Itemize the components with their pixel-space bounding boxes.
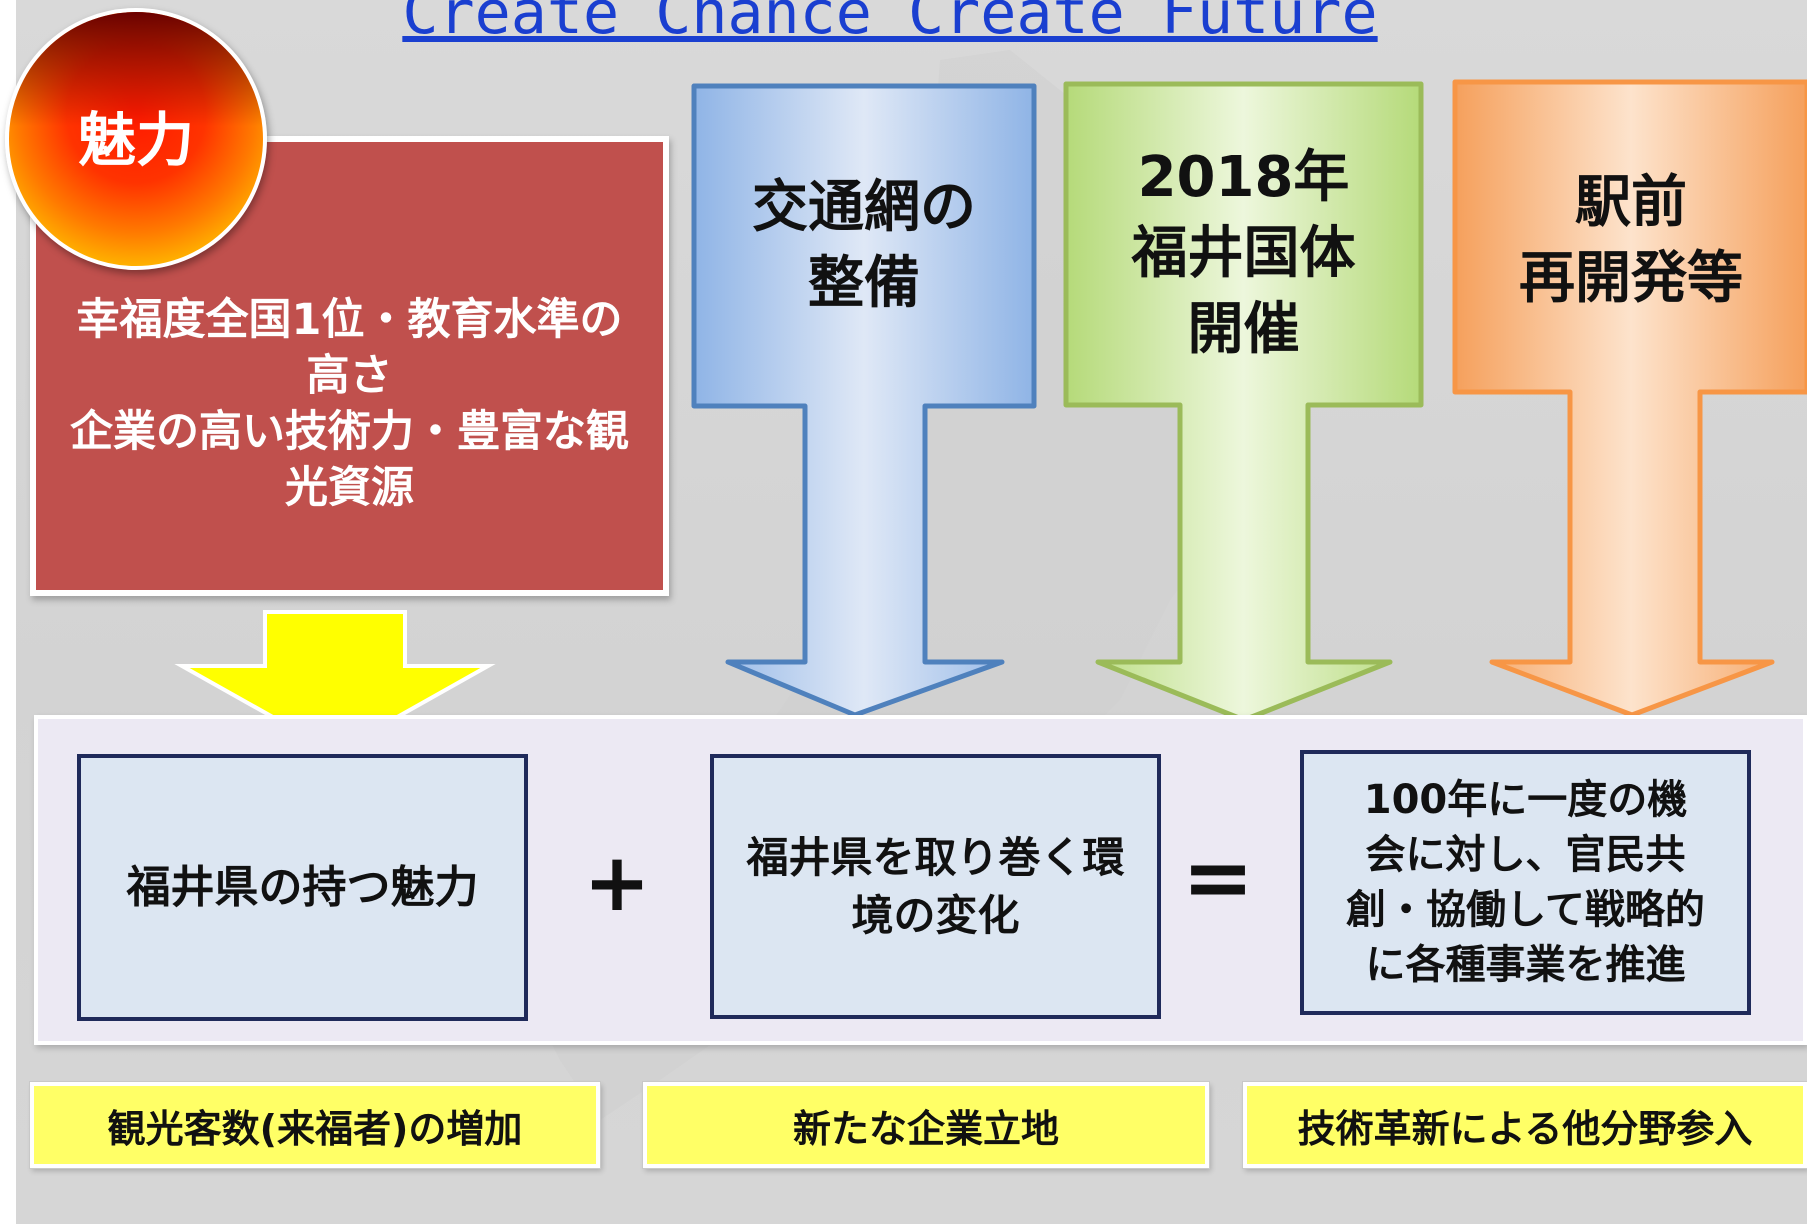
outcome-tourists: 観光客数(来福者)の増加: [29, 1081, 601, 1169]
appeal-text: 幸福度全国1位・教育水準の 高さ 企業の高い技術力・豊富な観 光資源: [70, 295, 629, 513]
appeal-box: 幸福度全国1位・教育水準の 高さ 企業の高い技術力・豊富な観 光資源: [30, 136, 669, 596]
arrow-station-redevelopment-label: 駅前 再開発等: [1519, 170, 1743, 311]
arrow-transport-label: 交通網の 整備: [752, 175, 976, 316]
equation-left-box: 福井県の持つ魅力: [77, 754, 528, 1021]
arrow-station-redevelopment: [1452, 79, 1807, 718]
appeal-badge-label: 魅力: [77, 106, 194, 174]
outcome-innovation: 技術革新による他分野参入: [1242, 1081, 1807, 1169]
equals-sign: =: [1181, 828, 1255, 928]
outcome-new-companies: 新たな企業立地: [642, 1081, 1210, 1169]
slide-title: Create Chance Create Future: [402, 0, 1378, 48]
arrow-transport: [691, 83, 1037, 718]
arrow-national-sports: [1063, 81, 1424, 723]
appeal-badge: 魅力: [5, 8, 267, 270]
arrow-national-sports-label: 2018年 福井国体 開催: [1131, 145, 1356, 362]
equation-right-box: 100年に一度の機 会に対し、官民共 創・協働して戦略的 に各種事業を推進: [1300, 750, 1751, 1015]
plus-sign: +: [583, 836, 651, 929]
equation-middle-box: 福井県を取り巻く環 境の変化: [710, 754, 1161, 1019]
